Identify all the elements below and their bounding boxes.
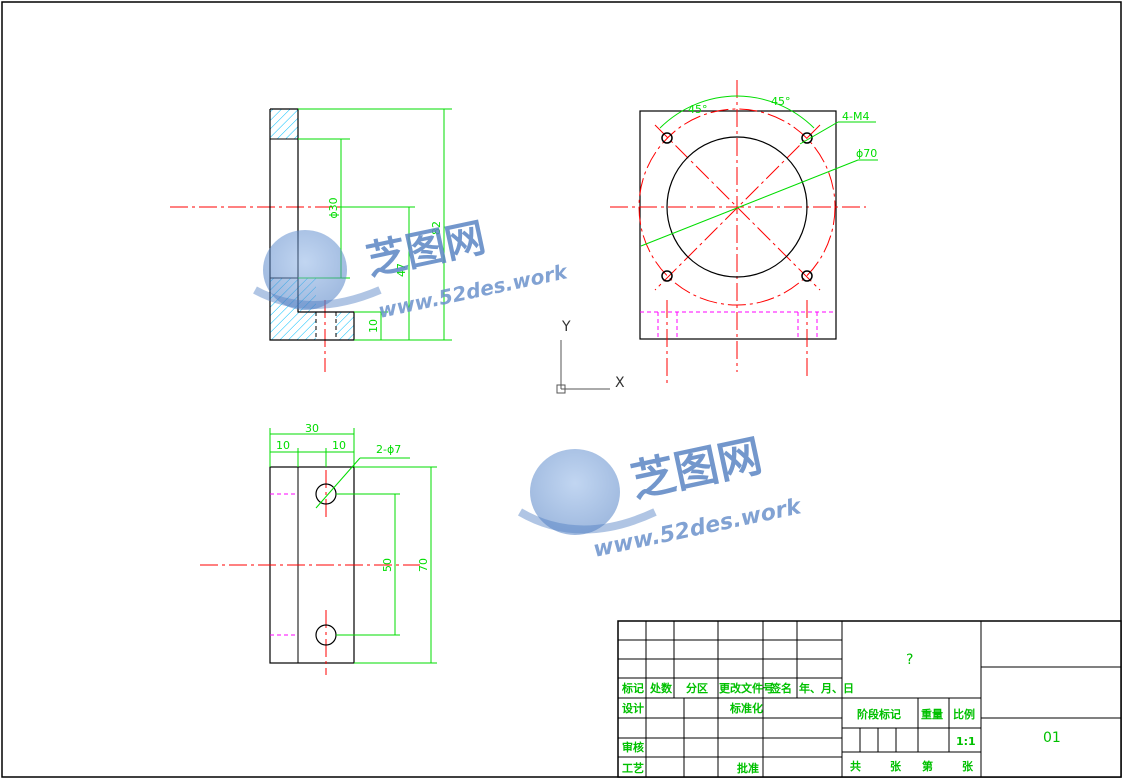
thread-hole-tl: [661, 132, 673, 144]
dim-holes: 2-ϕ7: [376, 443, 401, 456]
dim-angle-left: 45°: [688, 103, 708, 116]
tb-rev-count: 处数: [649, 681, 673, 695]
thread-hole-br: [801, 270, 813, 282]
dim-50: 50: [381, 558, 394, 572]
dim-82: 82: [430, 221, 443, 235]
dim-10-left: 10: [276, 439, 290, 452]
watermark-globe-icon: [530, 449, 620, 535]
watermark-brand: 芝图网: [363, 215, 490, 285]
tb-rev-zone: 分区: [686, 681, 708, 695]
dim-bore: ϕ30: [327, 197, 340, 218]
tb-rev-date: 年、月、日: [799, 681, 854, 695]
top-view: 30 10 10 2-ϕ7 50 70: [200, 422, 437, 675]
dim-10-side: 10: [367, 319, 380, 333]
hatch-bottom-right: [336, 312, 354, 340]
thread-hole-tr: [801, 132, 813, 144]
tb-scale: 比例: [953, 707, 975, 721]
dim-10-right: 10: [332, 439, 346, 452]
watermark-globe-icon: [263, 230, 347, 310]
watermark-url: www.52des.work: [591, 494, 804, 563]
watermark-brand: 芝图网: [627, 430, 767, 507]
tb-drawing-no: 01: [1043, 730, 1061, 746]
tb-weight: 重量: [921, 707, 943, 721]
tb-total: 共: [850, 759, 861, 773]
tb-part-name: ?: [906, 652, 913, 668]
ucs-icon: Y X: [556, 319, 625, 394]
tb-stage-mark: 阶段标记: [857, 707, 901, 721]
watermark-2: 芝图网 www.52des.work: [517, 430, 805, 563]
thread-hole-bl: [661, 270, 673, 282]
front-view: 45° 45° 4-M4 ϕ70: [610, 80, 878, 385]
tb-sheets-1: 张: [890, 759, 902, 773]
dim-47: 47: [395, 263, 408, 277]
tb-approve: 批准: [737, 761, 759, 775]
watermark-1: 芝图网 www.52des.work: [253, 215, 571, 323]
front-outline: [639, 110, 837, 340]
tb-process: 工艺: [622, 761, 644, 775]
tb-review: 审核: [622, 740, 644, 754]
dim-pcd: ϕ70: [856, 147, 877, 160]
tb-sheets-2: 张: [962, 759, 974, 773]
tb-scale-value: 1:1: [956, 735, 976, 748]
tb-rev-sign: 签名: [769, 681, 792, 695]
hatch-top: [270, 109, 298, 139]
title-block: 标记 处数 分区 更改文件号 签名 年、月、日 设计 标准化 审核 工艺 批准 …: [617, 620, 1122, 778]
tb-rev-doc: 更改文件号: [719, 681, 774, 695]
dim-angle-right: 45°: [771, 95, 791, 108]
dim-threads: 4-M4: [842, 110, 869, 123]
front-bore: [666, 136, 808, 278]
tb-design: 设计: [622, 701, 644, 715]
tb-standardization: 标准化: [729, 701, 763, 715]
ucs-y-label: Y: [561, 319, 571, 335]
dim-30: 30: [305, 422, 319, 435]
tb-rev-mark: 标记: [621, 681, 644, 695]
ucs-x-label: X: [615, 375, 625, 391]
dim-70: 70: [417, 558, 430, 572]
tb-sheet-no: 第: [922, 759, 933, 773]
